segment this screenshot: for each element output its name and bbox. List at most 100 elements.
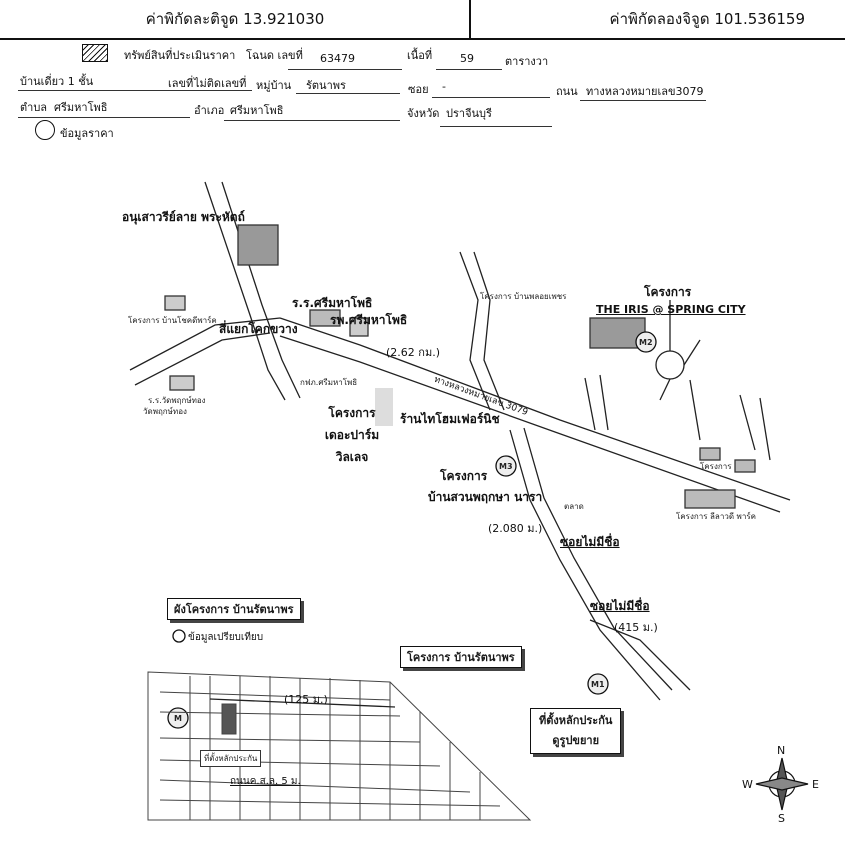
road-vertical-left [204,181,286,401]
house-no-underline [166,90,252,91]
school-label: ร.ร.ศรีมหาโพธิ [292,296,373,310]
site-box-line-2: ดูรูปขยาย [552,734,600,747]
road-value: ทางหลวงหมายเลข3079 [586,85,704,98]
roundabout [655,350,685,380]
compass-e: E [812,778,819,791]
house-no-label: เลขที่ [168,77,194,90]
soi-value: - [442,80,446,93]
tambon-label: ตำบล [20,101,48,114]
highway-3079-edge [279,335,781,513]
area-value: 59 [460,52,474,65]
compass-rose-icon [755,757,809,811]
project-suan-name: บ้านสวนพฤกษา นารา [428,490,543,504]
amphoe-label: อำเภอ [194,104,225,117]
compare-icon-circle [172,629,186,643]
police-label: กฟภ.ศรีมหาโพธิ [300,378,358,387]
latitude-label: ค่าพิกัดละติจูด 13.921030 [145,10,325,28]
layout-site-label: ที่ตั้งหลักประกัน [200,750,262,767]
amphoe-underline [224,120,400,121]
distance-label-3: (415 ม.) [614,621,658,634]
bottom-project-label: โครงการ ลีลาวดี พาร์ค [676,512,756,521]
road-horizontal-left-edge [134,332,271,386]
marker-m1-label: M1 [591,680,605,689]
longitude-label: ค่าพิกัดลองจิจูด 101.536159 [609,10,805,28]
village-label: หมู่บ้าน [256,79,292,92]
marker-m1-circle [587,673,609,695]
tambon-underline [18,117,190,118]
highway-3079 [279,317,791,501]
tambon-value: ศรีมหาโพธิ [54,101,108,114]
latitude-header: ค่าพิกัดละติจูด 13.921030 [0,0,470,38]
house-type-underline [18,90,166,91]
marker-m2-label: M2 [639,338,653,347]
deed-label: โฉนด เลขที่ [246,49,303,62]
site-location-box: ที่ตั้งหลักประกัน ดูรูปขยาย [530,708,622,754]
road-horizontal-left [129,317,281,371]
soi-main-edge [523,427,673,691]
asset-label: ทรัพย์สินที่ประเมินราคา [124,49,236,62]
marker-m-label: M [174,714,182,723]
house-no-value: ไม่ติดเลขที่ [194,77,247,90]
project-iris-name: THE IRIS @ SPRING CITY [596,303,746,316]
house-type: บ้านเดี่ยว 1 ชั้น [20,75,94,88]
price-info-circle-icon [35,120,55,140]
project-rattana-box: โครงการ บ้านรัตนาพร [400,646,522,668]
header-divider [0,38,845,40]
soi-main [509,429,661,701]
marker-m3-label: M3 [499,462,513,471]
project-park-label: โครงการ เดอะปาร์ม วิลเลจ [324,406,380,464]
layout-road-label: ถนนค.ส.ล. 5 ม. [230,776,301,787]
site-box-line-1: ที่ตั้งหลักประกัน [539,714,613,727]
road-north [459,251,491,411]
shop-label: ร้านไทโฮมเฟอร์นิช [400,412,500,426]
temple-label: วัดพฤกษ์ทอง [143,407,187,416]
market-label: ตลาด [564,502,584,511]
road-north-edge [473,251,505,411]
compare-label: ข้อมูลเปรียบเทียบ [188,632,264,643]
layout-plan-box: ผังโครงการ บ้านรัตนาพร [167,598,301,620]
project-suan-label: โครงการ [440,469,488,483]
village-value: รัตนาพร [306,79,346,92]
project-iris-label: โครงการ [644,285,692,299]
distance-label-4: (125 ม.) [284,693,328,706]
compass-s: S [778,812,785,825]
soi-label-2: ซอยไม่มีชื่อ [590,599,650,613]
deed-underline [288,69,402,70]
hospital-label: รพ.ศรีมหาโพธิ [330,313,408,327]
distance-label-1: (2.62 กม.) [386,346,440,359]
road-label: ถนน [556,85,578,98]
marker-m2-circle [635,331,657,353]
province-underline [440,126,552,127]
area-unit: ตารางวา [505,55,549,68]
hatch-legend-icon [82,44,108,62]
soi-label-1: ซอยไม่มีชื่อ [560,535,620,549]
intersection-label: สี่แยกโคกขวาง [219,322,298,336]
markers [167,331,657,729]
subdivision-layout [147,671,532,821]
right-project-label: โครงการ [700,462,732,471]
province-label: จังหวัด [407,107,440,120]
marker-m-circle [167,707,189,729]
price-info-label: ข้อมูลราคา [60,127,114,140]
compass-n: N [777,744,786,757]
province-value: ปราจีนบุรี [446,107,492,120]
project-small2-label: โครงการ บ้านพลอยเพชร [480,292,567,301]
marker-m3-circle [495,455,517,477]
longitude-header: ค่าพิกัดลองจิจูด 101.536159 [470,0,845,38]
amphoe-value: ศรีมหาโพธิ [230,104,284,117]
area-underline [436,69,502,70]
project-small1-label: โครงการ บ้านโชคดีพาร์ค [128,316,217,325]
distance-label-2: (2.080 ม.) [488,522,543,535]
soi-underline [432,97,550,98]
area-label: เนื้อที่ [407,49,433,62]
soi-label: ซอย [408,83,429,96]
header-split [469,0,471,38]
deed-value: 63479 [320,52,355,65]
school2-label: ร.ร.วัดพฤกษ์ทอง [148,396,206,405]
compass-w: W [742,778,753,791]
village-underline [296,93,400,94]
monument-label: อนุเสาวรีย์ลาย พระหัตถ์ [122,210,245,224]
road-underline [580,100,706,101]
roundabout-roads [659,300,701,401]
